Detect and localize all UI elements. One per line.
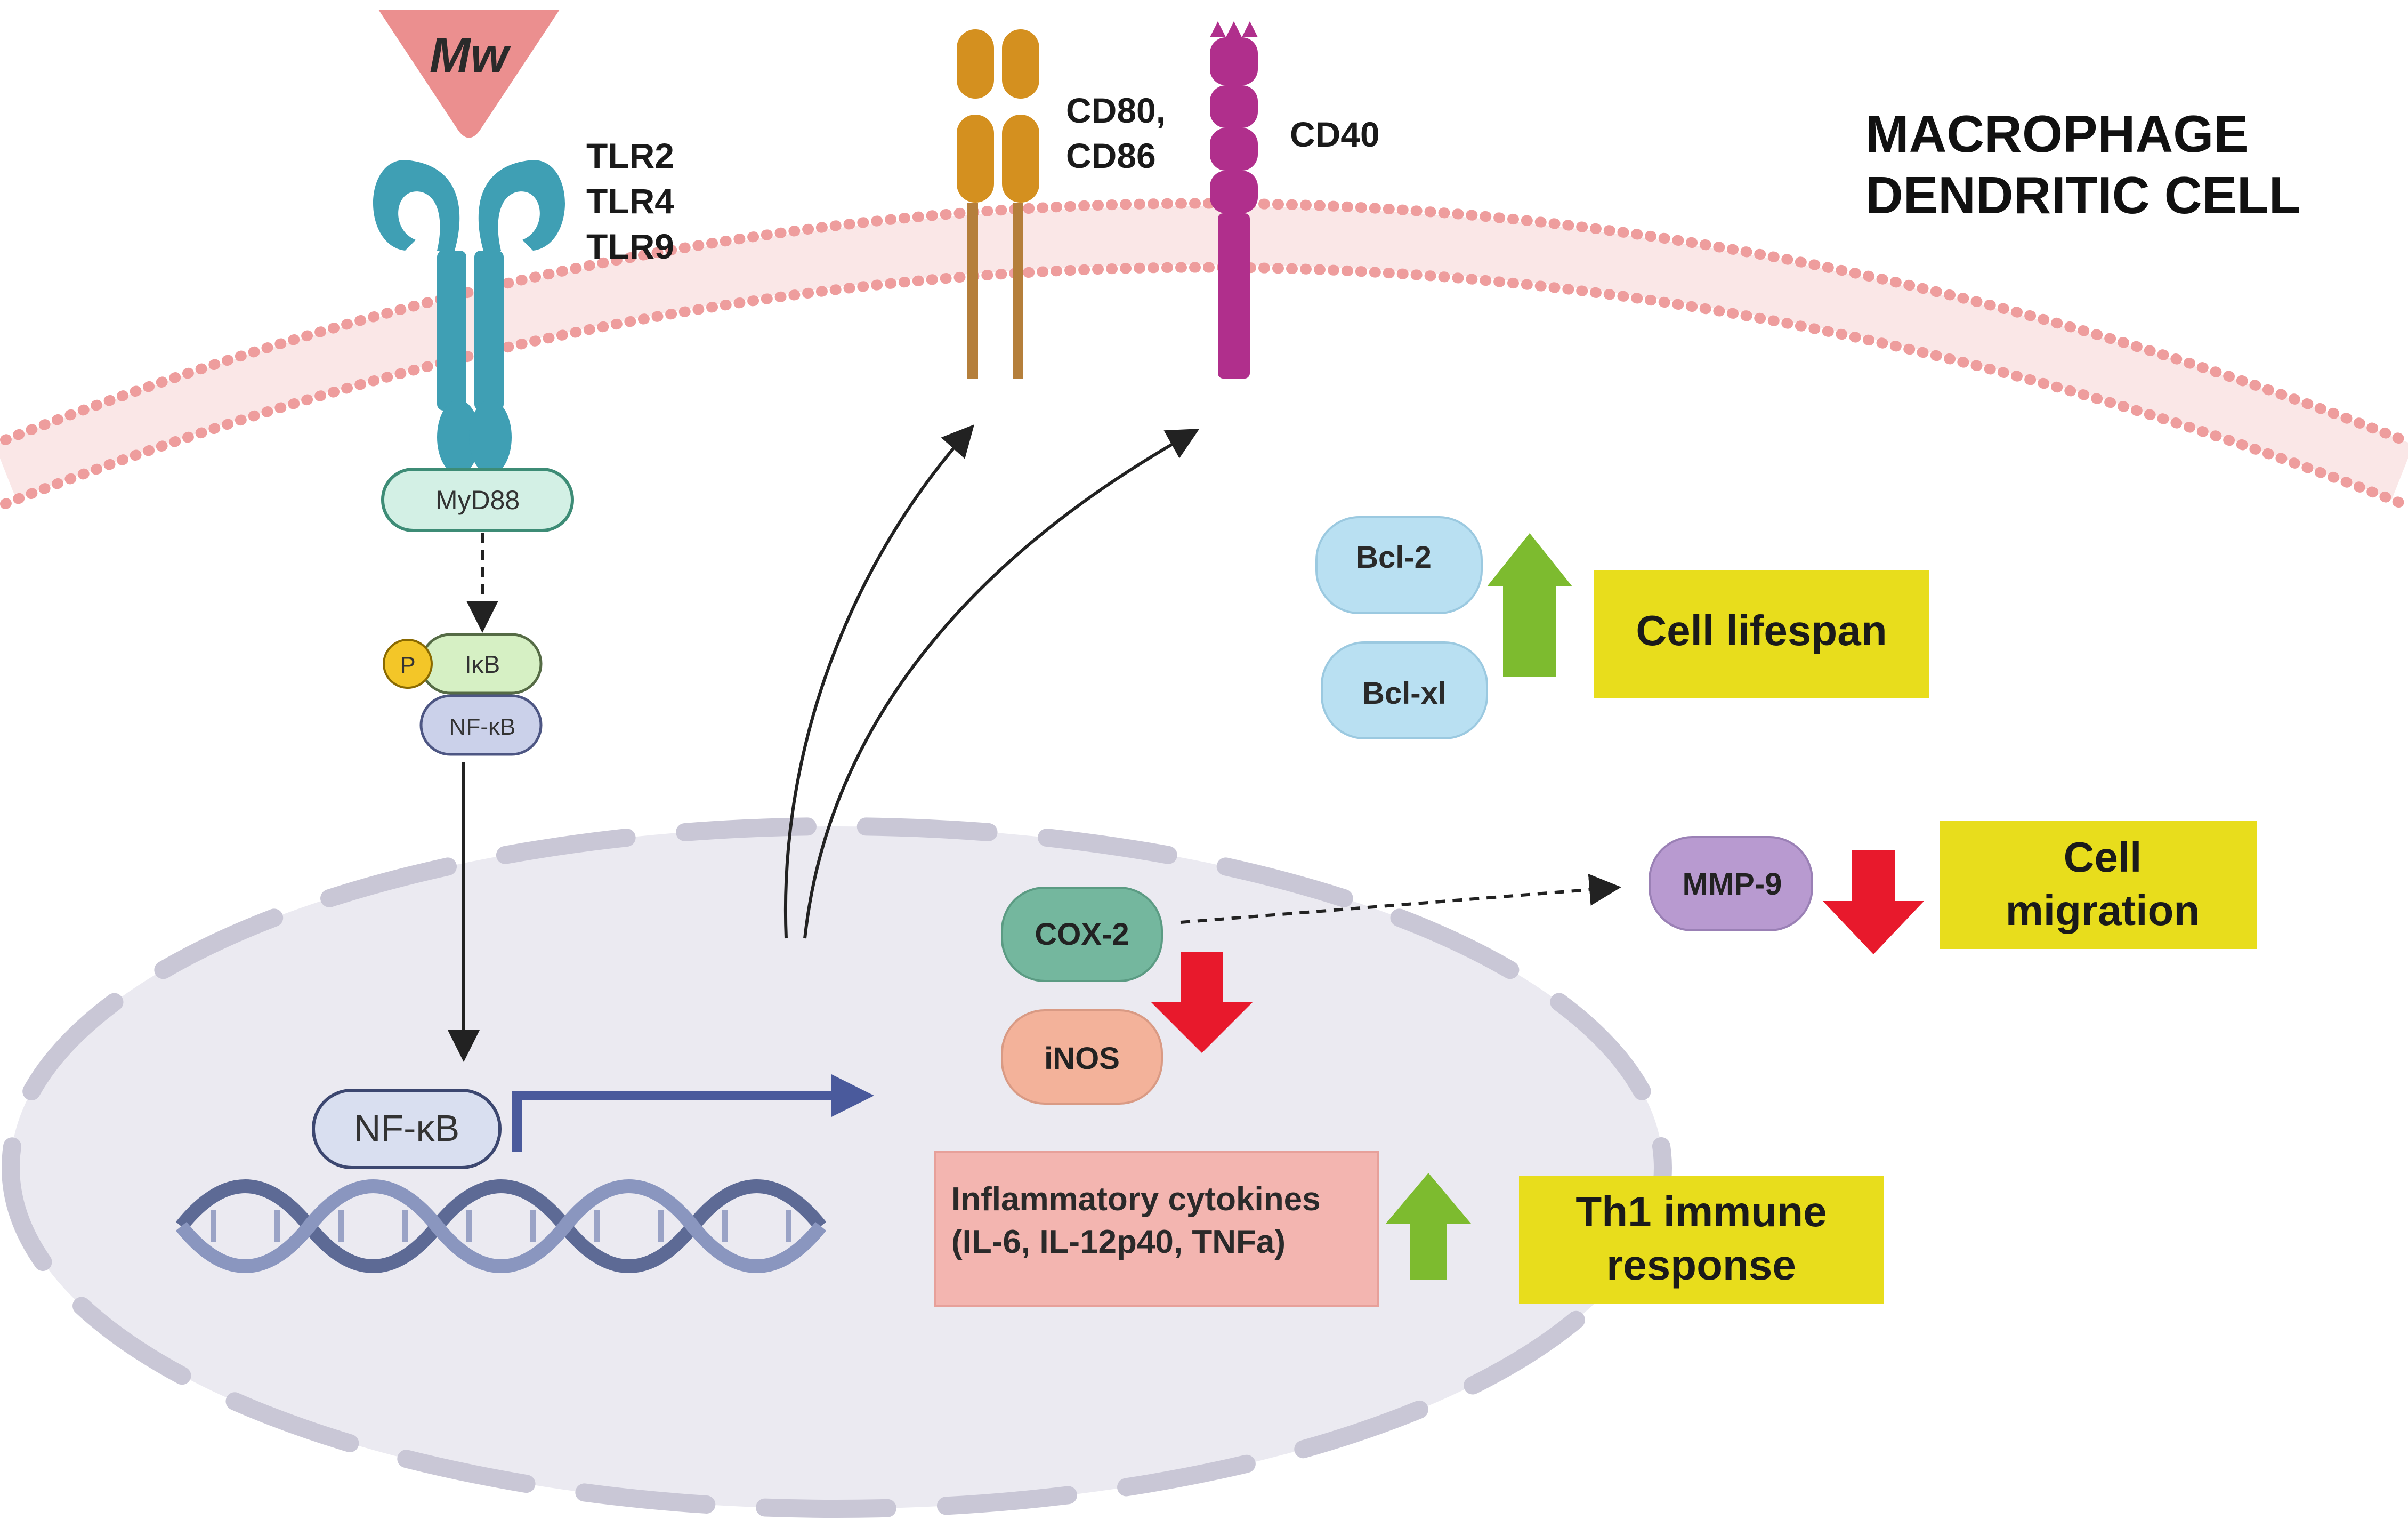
cell-membrane [0,198,2408,509]
nucleus [2,817,1672,1518]
ikb-nfkb-complex: IκB P NF-κB [383,633,543,756]
cell-type-line2: DENDRITIC CELL [1865,166,2301,224]
arrow-to-cd80 [783,424,975,939]
mw-label: Mw [430,28,512,83]
cox2-label: COX-2 [1035,917,1129,952]
mw-ligand: Mw [378,10,560,138]
arrow-to-cd40 [803,429,1200,939]
cox2-to-mmp9-arrow [1180,873,1621,924]
cd40-receptor-icon [1210,21,1258,379]
th1-label-line2: response [1606,1241,1796,1289]
cd86-label: CD86 [1066,136,1156,175]
th1-label-line1: Th1 immune [1575,1188,1827,1235]
phospho-label: P [400,652,415,678]
cd80-label: CD80, [1066,91,1166,130]
nfkb-nucleus-label: NF-κB [354,1107,459,1149]
nfkb-nuclear-node: NF-κB [312,1089,502,1169]
transcription-arrowhead [831,1074,874,1117]
migration-down-arrow-icon [1823,850,1924,954]
migration-label-line2: migration [2006,887,2200,934]
tlr4-label: TLR4 [586,181,674,221]
th1-up-arrow-icon [1386,1173,1471,1280]
lifespan-outcome-box: Cell lifespan [1594,570,1929,698]
bclxl-label: Bcl-xl [1362,676,1447,711]
cytokines-line2: (IL-6, IL-12p40, TNFa) [951,1224,1286,1260]
lifespan-label: Cell lifespan [1636,607,1887,654]
cytokines-line1: Inflammatory cytokines [951,1181,1321,1218]
transcription-arrow [512,1091,831,1152]
bcl2-label: Bcl-2 [1356,540,1432,575]
th1-outcome-box: Th1 immune response [1519,1176,1884,1304]
cd80-cd86-receptor-icon [957,29,1039,379]
ikb-label: IκB [465,650,500,678]
migration-outcome-box: Cell migration [1940,821,2257,949]
myd88-node: MyD88 [381,468,574,532]
tlr2-label: TLR2 [586,136,674,175]
myd88-label: MyD88 [435,485,520,515]
mmp9-label: MMP-9 [1683,867,1782,902]
cd40-label: CD40 [1290,115,1380,154]
tlr-receptor-icon [373,160,565,475]
nfkb-small-label: NF-κB [449,714,516,740]
bclxl-node: Bcl-xl [1321,641,1488,739]
cox2-inos-down-arrow-icon [1151,952,1253,1053]
inos-node: iNOS [1001,1009,1163,1105]
cox2-node: COX-2 [1001,887,1163,982]
bcl2-node: Bcl-2 [1315,516,1483,614]
tlr9-label: TLR9 [586,227,674,266]
inos-label: iNOS [1044,1041,1120,1076]
migration-label-line1: Cell [2064,833,2142,881]
mmp9-node: MMP-9 [1649,836,1813,931]
cytokines-box: Inflammatory cytokines (IL-6, IL-12p40, … [934,1151,1379,1307]
lifespan-up-arrow-icon [1487,533,1572,677]
dna-helix-icon [175,1179,827,1273]
phospho-icon [383,639,433,689]
cell-type-line1: MACROPHAGE [1865,104,2249,163]
